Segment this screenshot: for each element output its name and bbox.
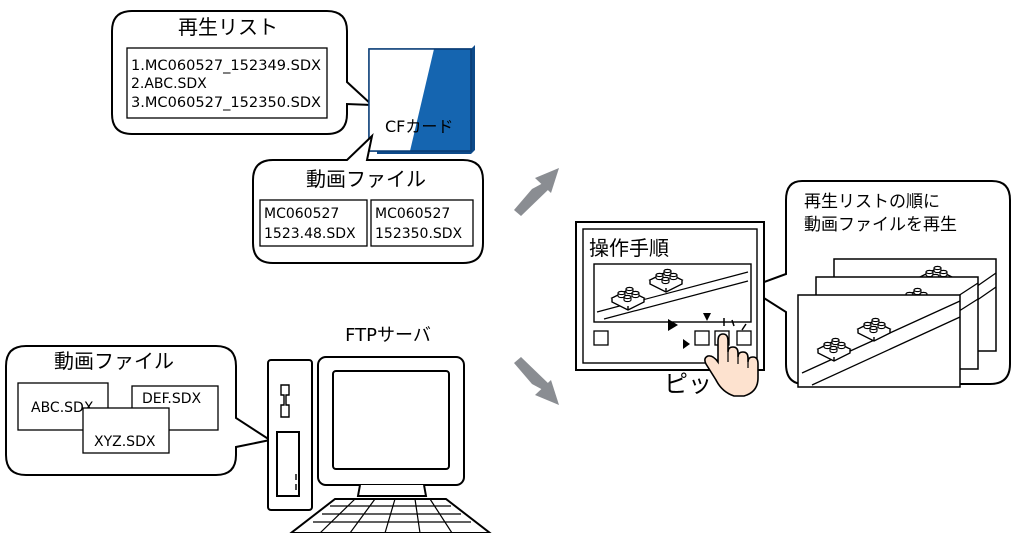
file-name: XYZ.SDX xyxy=(94,434,156,450)
ftp-video-files-callout: 動画ファイル ABC.SDX DEF.SDX XYZ.SDX xyxy=(5,345,273,476)
playlist-item: 3.MC060527_152350.SDX xyxy=(131,95,321,111)
video-frame-stack xyxy=(797,258,997,388)
playlist-title: 再生リスト xyxy=(178,15,278,39)
file-box xyxy=(82,407,170,454)
arrow-icon xyxy=(514,357,559,405)
playlist-item: 1.MC060527_152349.SDX xyxy=(131,58,321,74)
file-box xyxy=(259,199,368,247)
arrow-icon xyxy=(514,168,559,216)
playback-callout: 再生リストの順に 動画ファイルを再生 xyxy=(745,180,1011,388)
ftp-video-files-title: 動画ファイル xyxy=(54,349,174,373)
cf-video-files-title: 動画ファイル xyxy=(306,167,426,191)
cf-card-label: CFカード xyxy=(385,117,453,136)
file-name: 1523.48.SDX xyxy=(264,226,356,242)
touch-sound-text: ピッ xyxy=(664,370,712,398)
pointer-triangle xyxy=(703,313,711,321)
file-box xyxy=(370,199,474,247)
file-name: DEF.SDX xyxy=(142,391,202,407)
file-name: MC060527 xyxy=(375,206,450,222)
file-name: MC060527 xyxy=(264,206,339,222)
playback-text: 動画ファイルを再生 xyxy=(804,215,957,235)
stop-button[interactable] xyxy=(736,330,752,346)
video-scene xyxy=(596,268,749,320)
cf-card: CFカード xyxy=(368,45,475,154)
playlist-callout: 再生リスト 1.MC060527_152349.SDX 2.ABC.SDX 3.… xyxy=(111,10,375,135)
playlist-item: 2.ABC.SDX xyxy=(131,76,207,92)
pointer-triangle xyxy=(668,319,678,331)
playback-text: 再生リストの順に xyxy=(804,192,940,212)
panel-title: 操作手順 xyxy=(589,236,669,260)
file-name: ABC.SDX xyxy=(31,400,94,416)
ftp-server-label: FTPサーバ xyxy=(345,325,431,346)
cf-video-files-callout: 動画ファイル MC060527 1523.48.SDX MC060527 152… xyxy=(252,133,484,264)
display-panel: 操作手順 xyxy=(575,221,765,371)
playlist-box xyxy=(126,47,328,119)
ftp-server-computer xyxy=(267,356,492,533)
pointer-triangle xyxy=(683,339,690,349)
checkbox[interactable] xyxy=(593,330,609,346)
play-button[interactable] xyxy=(694,330,710,346)
hand-pointer-icon xyxy=(704,318,759,397)
file-name: 152350.SDX xyxy=(375,226,463,242)
